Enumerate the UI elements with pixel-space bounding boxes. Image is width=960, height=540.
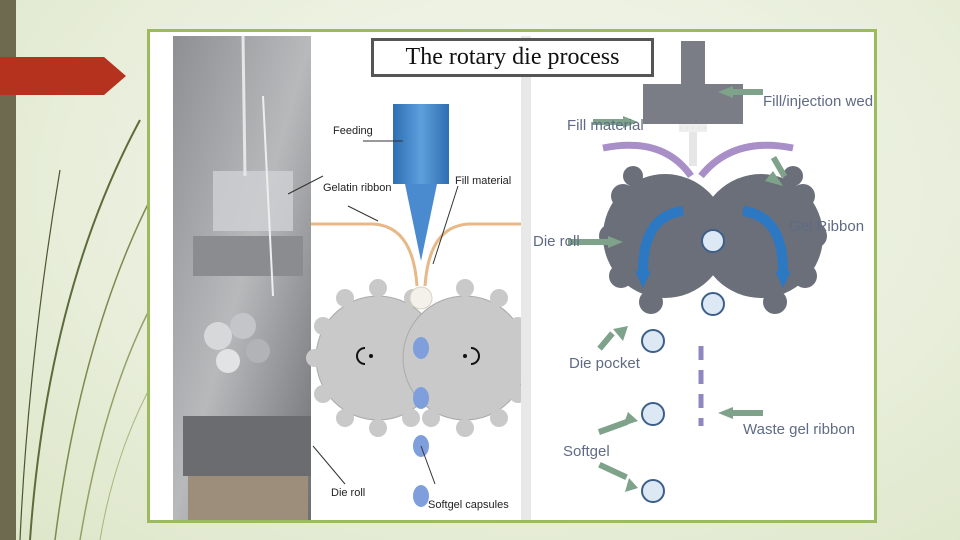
right-diagram: Fill/injection wedge Fill material Die r… — [531, 36, 873, 520]
label-feeding: Feeding — [333, 125, 373, 137]
panel-divider — [521, 36, 531, 520]
label-fill-material-middle: Fill material — [455, 175, 511, 187]
rotary-die-figure: Feeding Gelatin ribbon Fill material Die… — [173, 36, 873, 520]
slide-title: The rotary die process — [371, 38, 654, 77]
label-gel-ribbon: Gel Ribbon — [789, 218, 864, 235]
machine-photo — [173, 36, 311, 520]
middle-diagram: Feeding Gelatin ribbon Fill material Die… — [287, 36, 534, 520]
label-fill-material-right: Fill material — [567, 117, 644, 134]
red-arrow-tab — [0, 57, 126, 95]
decorative-swoosh-lines — [19, 119, 160, 540]
label-die-pocket: Die pocket — [569, 355, 641, 372]
label-die-roll-middle: Die roll — [331, 487, 365, 499]
label-die-roll-right: Die roll — [533, 233, 580, 250]
label-waste-gel-ribbon: Waste gel ribbon — [743, 421, 855, 438]
label-softgel-capsules: Softgel capsules — [428, 499, 509, 511]
left-accent-bar — [0, 0, 16, 540]
label-fill-injection-wedge: Fill/injection wedge — [763, 93, 873, 110]
label-gelatin-ribbon: Gelatin ribbon — [323, 182, 392, 194]
label-softgel: Softgel — [563, 443, 610, 460]
